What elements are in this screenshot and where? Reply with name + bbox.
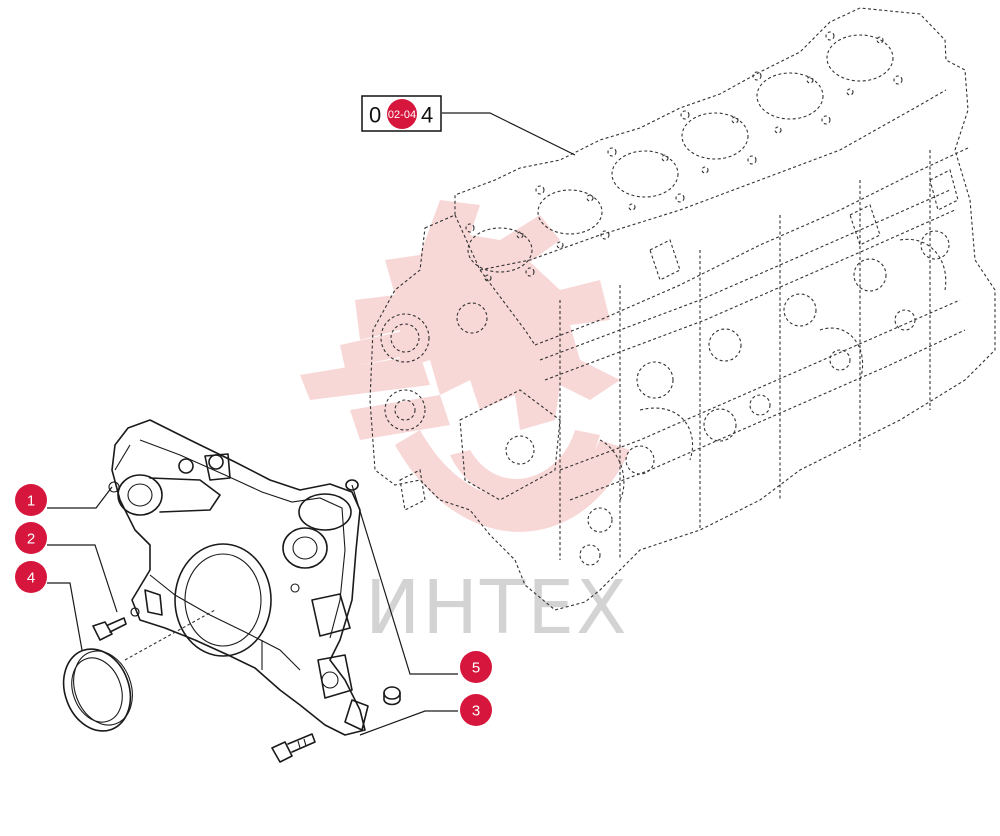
callout-2[interactable]: 2 [15,522,47,554]
reference-badge-text: 02-04 [388,109,416,121]
callout-3-number: 3 [472,703,480,720]
reference-label-right: 4 [421,103,433,128]
engine-block-drawing [369,7,996,611]
watermark-logo [300,200,630,532]
callout-3[interactable]: 3 [460,694,492,726]
bolt-part-2 [92,607,140,641]
leader-lines [47,112,576,736]
callout-4[interactable]: 4 [15,561,47,593]
bolt-part-3 [271,733,316,763]
watermark-text: ИНТЕХ [365,565,629,651]
reference-badge [387,99,417,129]
dowel-part-5 [345,479,401,706]
timing-cover-drawing [108,419,369,736]
callout-1[interactable]: 1 [15,484,47,516]
callout-4-number: 4 [27,570,35,587]
callout-5[interactable]: 5 [460,651,492,683]
callout-2-number: 2 [27,531,35,548]
reference-label-left: 0 [369,103,381,128]
oil-seal-part-4 [62,609,216,732]
callout-1-number: 1 [27,493,35,510]
reference-box[interactable]: 0 4 02-04 [361,95,442,132]
callout-5-number: 5 [472,660,480,677]
